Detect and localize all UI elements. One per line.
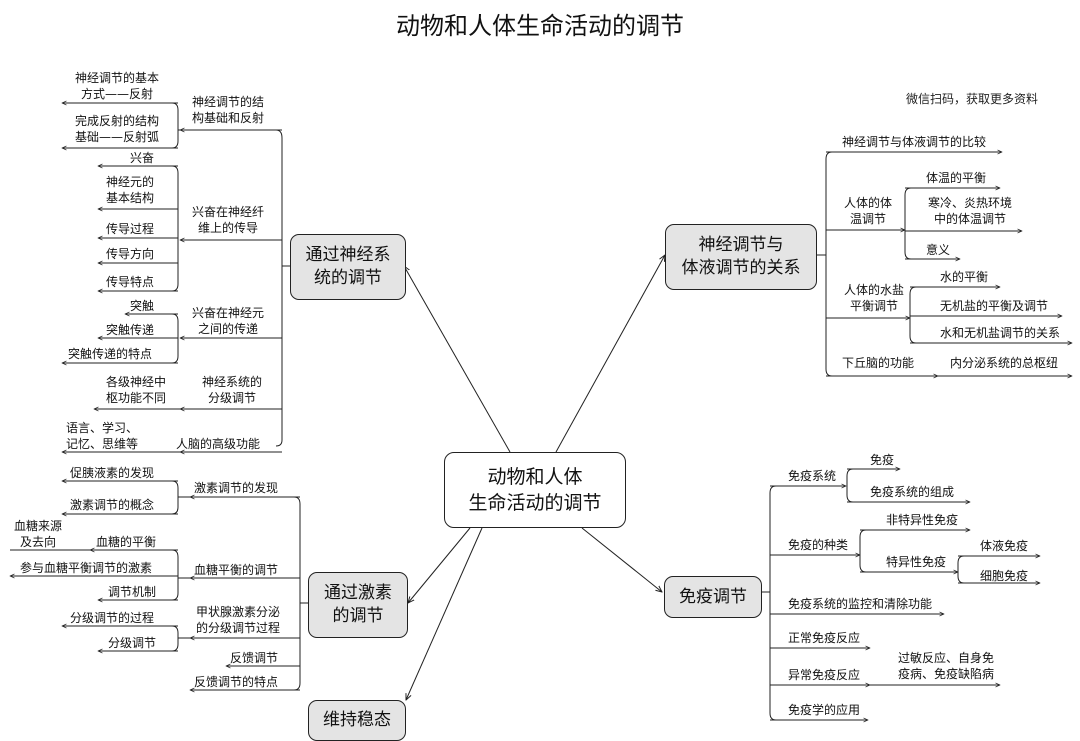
node-feedback: 反馈调节 <box>230 651 279 665</box>
node-excite: 兴奋 <box>130 151 155 165</box>
node-reflex: 神经调节的基本 方式——反射 <box>74 71 159 101</box>
node-direction: 传导方向 <box>106 247 155 261</box>
node-nonspecific: 非特异性免疫 <box>886 513 959 527</box>
node-cold-hot: 寒冷、炎热环境 中的体温调节 <box>927 196 1012 226</box>
node-feedback-feature: 反馈调节的特点 <box>194 675 279 689</box>
branch-hormone[interactable]: 通过激素 的调节 <box>308 572 408 638</box>
node-ws-relation: 水和无机盐调节的关系 <box>940 326 1061 340</box>
node-application: 免疫学的应用 <box>788 703 861 717</box>
node-normal: 正常免疫反应 <box>788 631 861 645</box>
node-immune-types: 免疫的种类 <box>788 538 849 552</box>
node-hypothalamus: 下丘脑的功能 <box>842 356 915 370</box>
node-neural-structure: 神经调节的结 构基础和反射 <box>191 95 264 125</box>
central-node[interactable]: 动物和人体 生命活动的调节 <box>444 452 626 528</box>
branch-homeostasis[interactable]: 维持稳态 <box>308 700 406 741</box>
node-synapse-feature: 突触传递的特点 <box>68 347 153 361</box>
node-glucose-source: 血糖来源 及去向 <box>13 519 62 549</box>
node-abnormal: 异常免疫反应 <box>788 668 861 682</box>
node-neuron: 神经元的 基本结构 <box>105 175 154 205</box>
node-temperature: 人体的体 温调节 <box>843 196 892 226</box>
node-hormone-discovery: 激素调节的发现 <box>194 481 279 495</box>
node-cellular: 细胞免疫 <box>980 569 1029 583</box>
branch-relation[interactable]: 神经调节与 体液调节的关系 <box>665 224 817 290</box>
node-meaning: 意义 <box>926 243 951 257</box>
node-temp-balance: 体温的平衡 <box>926 171 987 185</box>
node-compare: 神经调节与体液调节的比较 <box>842 135 987 149</box>
node-secretin: 促胰液素的发现 <box>70 466 155 480</box>
node-excitation-between: 兴奋在神经元 之间的传递 <box>191 306 264 336</box>
branch-neural[interactable]: 通过神经系 统的调节 <box>290 234 406 300</box>
node-synapse: 突触 <box>130 299 155 313</box>
node-process: 传导过程 <box>106 222 155 236</box>
node-monitor: 免疫系统的监控和清除功能 <box>788 597 933 611</box>
node-specific: 特异性免疫 <box>886 555 947 569</box>
node-synapse-transfer: 突触传递 <box>106 323 155 337</box>
node-mechanism: 调节机制 <box>108 585 157 599</box>
node-immune-system: 免疫系统 <box>788 469 837 483</box>
node-endocrine: 内分泌系统的总枢纽 <box>950 356 1059 370</box>
node-humoral: 体液免疫 <box>980 539 1029 553</box>
node-water-balance: 水的平衡 <box>940 270 989 284</box>
page-title: 动物和人体生命活动的调节 <box>396 12 684 40</box>
node-water-salt: 人体的水盐 平衡调节 <box>843 283 904 313</box>
node-hier-process: 分级调节的过程 <box>70 611 155 625</box>
node-immunity: 免疫 <box>870 453 895 467</box>
node-glucose-balance: 血糖的平衡 <box>96 535 157 549</box>
node-thyroid: 甲状腺激素分泌 的分级调节过程 <box>195 605 280 635</box>
node-brain: 人脑的高级功能 <box>176 437 261 451</box>
qr-note: 微信扫码，获取更多资料 <box>906 92 1039 106</box>
node-composition: 免疫系统的组成 <box>870 485 955 499</box>
node-hier: 分级调节 <box>108 636 157 650</box>
node-reflex-arc: 完成反射的结构 基础——反射弧 <box>74 114 159 144</box>
node-centers: 各级神经中 枢功能不同 <box>105 375 166 405</box>
node-glucose-regulation: 血糖平衡的调节 <box>194 563 279 577</box>
node-feature: 传导特点 <box>106 275 155 289</box>
node-hormone-concept: 激素调节的概念 <box>70 498 155 512</box>
branch-immune[interactable]: 免疫调节 <box>664 576 762 618</box>
node-salt-balance: 无机盐的平衡及调节 <box>940 299 1049 313</box>
node-disorders: 过敏反应、自身免 疫病、免疫缺陷病 <box>897 651 994 681</box>
node-glucose-hormones: 参与血糖平衡调节的激素 <box>20 561 153 575</box>
node-language: 语言、学习、 记忆、思维等 <box>66 421 139 451</box>
node-excitation-fiber: 兴奋在神经纤 维上的传导 <box>191 205 264 235</box>
node-hierarchy: 神经系统的 分级调节 <box>201 375 262 405</box>
